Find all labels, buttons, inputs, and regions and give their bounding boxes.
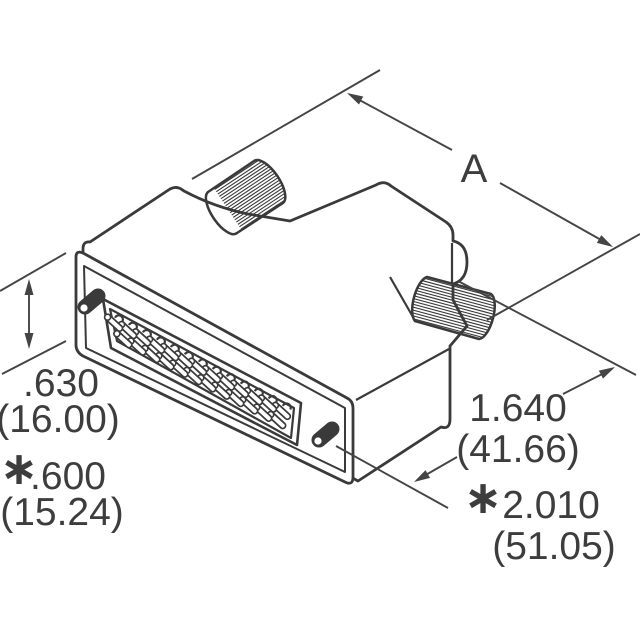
arrowhead <box>414 470 431 482</box>
arrow-shaft <box>499 182 611 246</box>
jackscrew-post-left <box>77 288 106 315</box>
dim-mount-height-inch: .600 <box>30 455 106 498</box>
arrowhead <box>24 333 34 349</box>
dim-body-length: 1.640 (41.66) <box>414 280 637 482</box>
ext-line <box>486 233 640 321</box>
leader-line <box>335 445 449 509</box>
thumbscrew-side-outline <box>410 275 497 341</box>
hood-right-face-edge <box>355 348 450 401</box>
dim-screw-spacing-inch: 2.010 <box>502 484 600 527</box>
arrowhead <box>347 93 364 105</box>
thumbscrew-top-outline <box>204 158 287 236</box>
dim-height: .630 (16.00) <box>0 252 120 441</box>
dim-height-metric: (16.00) <box>0 398 120 441</box>
dim-mount-height: ∗ .600 (15.24) <box>0 441 124 534</box>
dim-mount-height-metric: (15.24) <box>0 491 124 534</box>
asterisk-star: ∗ <box>0 441 38 495</box>
arrowhead <box>598 367 615 379</box>
dim-a-label: A <box>461 147 488 191</box>
dim-overall-length: A <box>191 69 640 321</box>
flange-rim <box>83 265 346 473</box>
dim-body-length-metric: (41.66) <box>456 428 580 471</box>
ext-line <box>457 280 637 376</box>
arrowhead <box>24 279 34 295</box>
dim-body-length-inch: 1.640 <box>469 387 567 430</box>
pin-field <box>103 313 292 430</box>
dim-screw-spacing-metric: (51.05) <box>492 525 616 568</box>
hood-back-crease <box>389 276 414 318</box>
dim-height-inch: .630 <box>23 362 99 405</box>
arrow-shaft <box>351 95 453 151</box>
ext-line <box>1 340 67 375</box>
ext-line <box>191 69 381 180</box>
arrowhead <box>596 235 613 247</box>
jackscrew-post-right <box>311 421 340 448</box>
dim-screw-spacing: ∗ 2.010 (51.05) <box>335 445 616 568</box>
ext-line <box>0 252 67 292</box>
asterisk-star: ∗ <box>464 470 503 524</box>
